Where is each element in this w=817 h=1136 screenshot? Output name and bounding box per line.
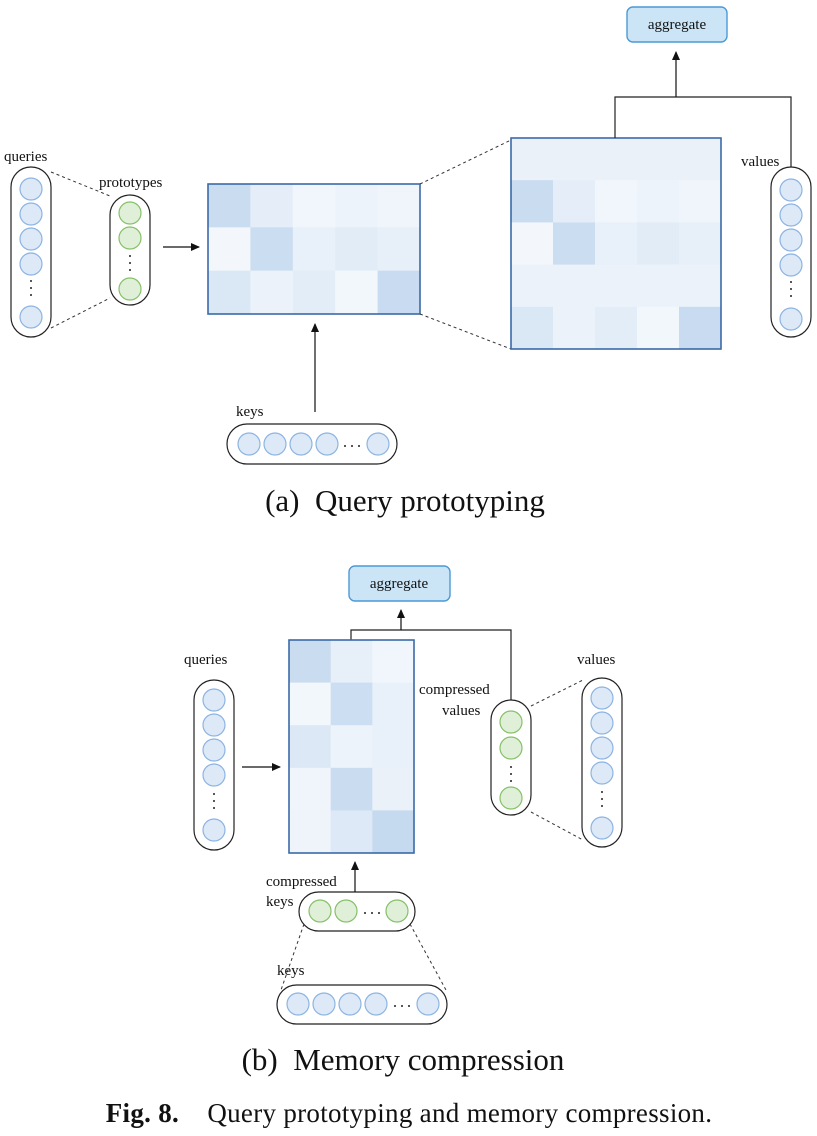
matrix-small-cell-1-3 [335,227,379,272]
matrix-b-cell-0-0 [289,640,332,684]
matrix-b-cell-3-0 [289,767,332,811]
matrix-b-cell-4-2 [372,810,415,854]
aggregate-box-a: aggregate [626,6,728,43]
matrix-large-cell-1-4 [679,180,722,223]
matrix-small-cell-2-2 [292,270,336,315]
figure-caption: Fig. 8. Query prototyping and memory com… [106,1098,713,1128]
compressed-keys-row: compressed keys [266,874,416,932]
values-column-b: values [577,652,623,848]
figure-caption-label: Fig. 8. [106,1098,179,1128]
matrix-small-cell-0-1 [250,184,294,228]
keys-row: keys [226,404,398,465]
matrix-b-cell-3-1 [330,767,373,811]
matrix-small-cell-2-3 [335,270,379,315]
compressed-keys-label-2: keys [266,894,294,910]
matrix-large-cell-2-4 [679,222,722,266]
panel-a: queries prototypes [4,6,812,518]
matrix-b-cell-0-2 [372,640,415,684]
matrix-small-cell-0-0 [208,184,251,228]
matrix-large-cell-2-2 [595,222,638,266]
matrix-large-cell-4-4 [679,306,722,350]
matrix-large-cell-2-1 [553,222,596,266]
matrix-b-cell-4-1 [330,810,373,854]
matrix-small-cell-1-1 [250,227,294,272]
attention-matrix-large [511,138,722,350]
matrix-large-cell-1-2 [595,180,638,223]
matrix-large-cell-1-1 [553,180,596,223]
matrix-small-cell-0-2 [292,184,336,228]
matrix-large-cell-1-3 [637,180,680,223]
values-label-b: values [577,652,615,668]
keys-row-b: keys [276,963,448,1025]
matrix-large-cell-0-4 [679,138,722,181]
matrix-b-cell-1-1 [330,682,373,726]
queries-column: queries [4,149,52,338]
aggregate-label-b: aggregate [370,576,429,592]
matrix-b-cell-1-2 [372,682,415,726]
matrix-large-cell-4-3 [637,306,680,350]
matrix-large-cell-2-3 [637,222,680,266]
figure-caption-space [186,1098,200,1128]
matrix-small-cell-2-0 [208,270,251,315]
matrix-large-cell-0-0 [511,138,554,181]
matrix-small-cell-0-4 [377,184,421,228]
attention-matrix-small [208,184,421,315]
aggregate-box-b: aggregate [348,565,451,602]
keys-label-b: keys [277,963,305,979]
matrix-b-cell-3-2 [372,767,415,811]
matrix-large-cell-0-3 [637,138,680,181]
matrix-small-cell-2-1 [250,270,294,315]
queries-label: queries [4,149,47,165]
matrix-large-cell-3-0 [511,264,554,308]
matrix-small-cell-1-2 [292,227,336,272]
compressed-values-label-2: values [442,703,480,719]
matrix-large-cell-3-4 [679,264,722,308]
matrix-b-cell-1-0 [289,682,332,726]
queries-label-b: queries [184,652,227,668]
matrix-b-cell-2-0 [289,725,332,769]
prototypes-label: prototypes [99,175,162,191]
prototypes-column: prototypes [99,175,162,306]
aggregate-label-a: aggregate [648,17,707,33]
matrix-large-cell-4-0 [511,306,554,350]
matrix-small-cell-1-0 [208,227,251,272]
matrix-large-cell-4-2 [595,306,638,350]
matrix-large-cell-0-2 [595,138,638,181]
matrix-small-cell-1-4 [377,227,421,272]
caption-b: (b) Memory compression [242,1042,565,1077]
matrix-b-cell-4-0 [289,810,332,854]
matrix-small-cell-2-4 [377,270,421,315]
figure-caption-text: Query prototyping and memory compression… [207,1098,712,1128]
matrix-large-cell-3-2 [595,264,638,308]
matrix-large-cell-0-1 [553,138,596,181]
matrix-large-cell-3-3 [637,264,680,308]
matrix-small-cell-0-3 [335,184,379,228]
matrix-b-cell-2-1 [330,725,373,769]
matrix-large-cell-3-1 [553,264,596,308]
compressed-values-column: compressed values [419,682,532,816]
compressed-keys-label-1: compressed [266,874,337,890]
values-label: values [741,154,779,170]
compressed-values-label-1: compressed [419,682,490,698]
caption-a: (a) Query prototyping [265,483,545,518]
matrix-b-cell-0-1 [330,640,373,684]
attention-matrix-b [289,640,415,854]
matrix-large-cell-2-0 [511,222,554,266]
matrix-large-cell-1-0 [511,180,554,223]
queries-column-b: queries [184,652,235,851]
keys-label: keys [236,404,264,420]
matrix-b-cell-2-2 [372,725,415,769]
panel-b: aggregate queries compressed values [184,565,623,1077]
values-column: values [741,154,812,338]
matrix-large-cell-4-1 [553,306,596,350]
